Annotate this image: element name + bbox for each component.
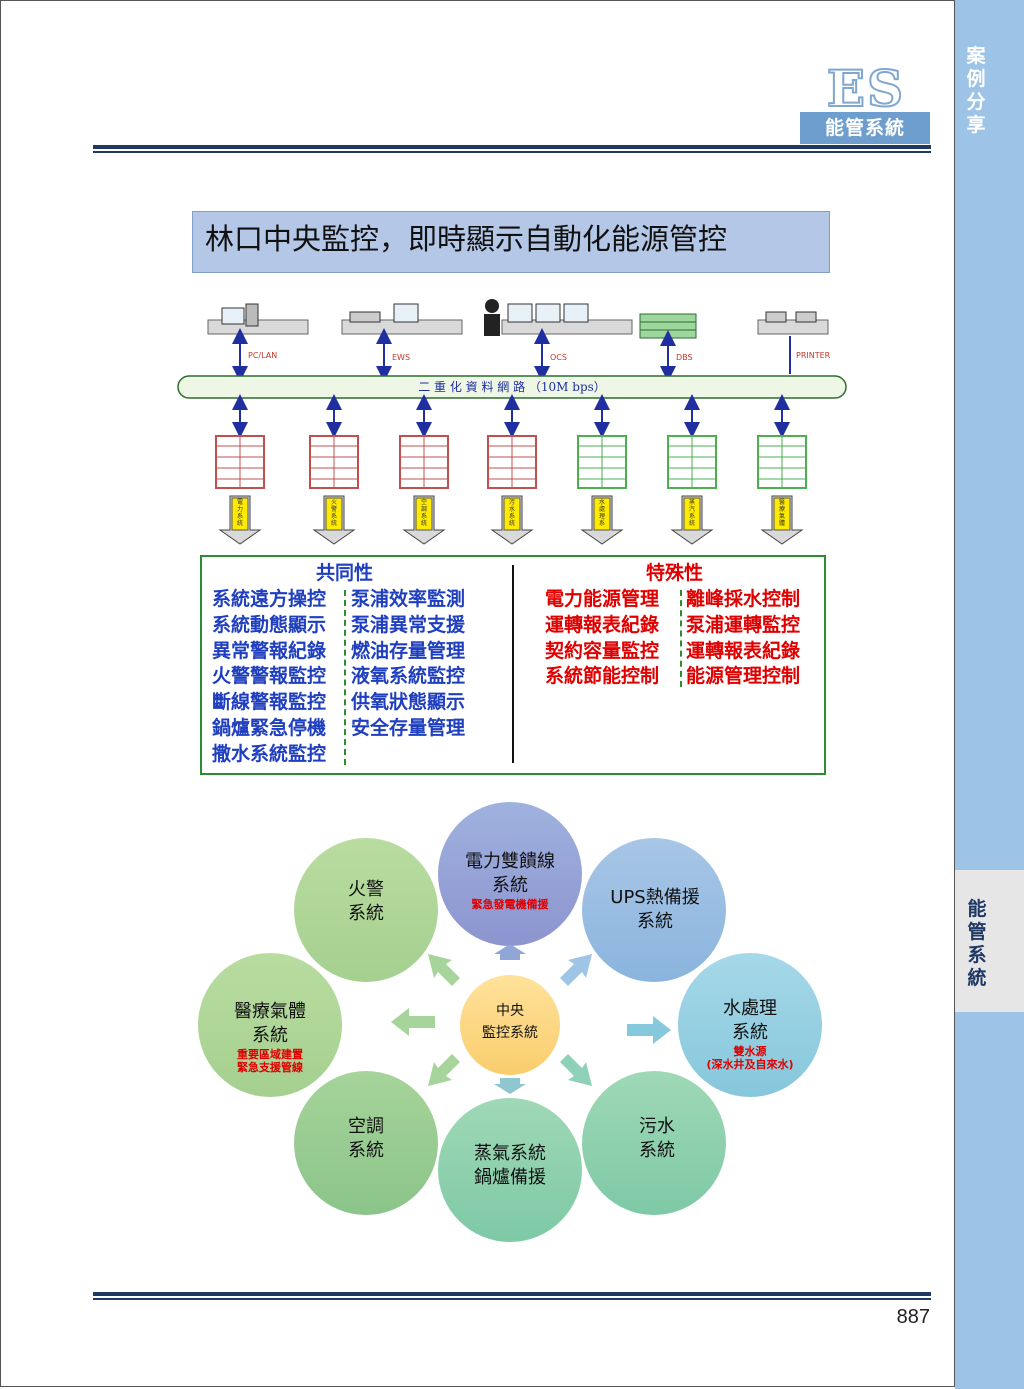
cabinet-label: 醫療氣體 [779, 499, 785, 527]
special-right-item: 能源管理控制 [686, 665, 801, 688]
arrow-downright-icon [560, 1054, 592, 1086]
title-banner [192, 211, 830, 273]
arrow-up-icon [494, 944, 526, 960]
side-strip [955, 0, 1024, 1389]
hvac-system-node [294, 1071, 438, 1215]
feature-divider [512, 565, 514, 763]
cabinet-label: 火警系統 [331, 499, 337, 527]
common-right-item: 液氧系統監控 [351, 665, 466, 688]
footer-rule [93, 1292, 931, 1296]
cabinet-label: 污水系統 [509, 498, 515, 527]
arrow-right-icon [627, 1016, 671, 1044]
footer-rule-thin [93, 1298, 931, 1300]
common-right-item: 安全存量管理 [351, 717, 466, 739]
cabinet-label: 空調系統 [421, 498, 427, 527]
network-diagram: PC/LAN EWS OCS DBS PRINTER 二 重 化 資 料 網 路… [177, 299, 847, 545]
power-node-label: 電力雙饋線系統緊急發電機備援 [465, 851, 555, 911]
power-system-node [438, 802, 582, 946]
svg-text:EWS: EWS [392, 353, 410, 362]
backbone-label: 二 重 化 資 料 網 路 （10M bps） [418, 379, 606, 394]
common-left-item: 鍋爐緊急停機 [212, 717, 327, 739]
feature-panel [200, 555, 826, 775]
printers-icon [757, 311, 829, 335]
page-title: 林口中央監控，即時顯示自動化能源管控 [205, 222, 728, 256]
workstation-pc-icon [207, 303, 309, 335]
es-logo-subtitle: 能管系統 [800, 112, 930, 144]
steam-node-label: 蒸氣系統鍋爐備援 [474, 1143, 546, 1188]
operator-console-icon [484, 299, 633, 336]
common-right-item: 泵浦異常支援 [351, 613, 466, 636]
svg-text:OCS: OCS [550, 353, 567, 362]
fire-system-node [294, 838, 438, 982]
ups-node-label: UPS熱備援系統 [610, 887, 700, 932]
cabinet-label: 蒸汽系統 [689, 498, 695, 527]
ups-system-node [582, 838, 726, 982]
common-left-item: 系統遠方操控 [212, 588, 327, 610]
special-title: 特殊性 [646, 562, 704, 584]
center-node [460, 975, 560, 1075]
common-title: 共同性 [316, 562, 374, 584]
es-logo: ES [826, 59, 906, 118]
sewage-node-label: 污水系統 [639, 1116, 675, 1161]
arrow-upright-icon [560, 954, 592, 986]
arrow-upleft-icon [428, 954, 460, 986]
steam-system-node [438, 1098, 582, 1242]
special-left-item: 契約容量監控 [545, 639, 660, 662]
special-left-item: 電力能源管理 [545, 588, 660, 610]
side-section-label: 案例分享 [966, 45, 986, 136]
hub-diagram [198, 802, 822, 1242]
engineering-workstation-icon [341, 303, 463, 335]
arrow-downleft-icon [428, 1054, 460, 1086]
medical-gas-node-label: 醫療氣體系統重要區域建置 緊急支援管線 [234, 1001, 306, 1074]
fire-node-label: 火警系統 [348, 879, 384, 924]
water-system-node [678, 953, 822, 1097]
common-left-item: 撒水系統監控 [212, 742, 327, 765]
medical-gas-node [198, 953, 342, 1097]
special-right-item: 泵浦運轉監控 [686, 613, 801, 636]
special-right-item: 離峰採水控制 [686, 588, 801, 610]
water-node-label: 水處理系統雙水源 (深水井及自來水) [706, 998, 794, 1071]
special-right-item: 運轉報表紀錄 [686, 639, 801, 662]
side-tab-label: 能管系統 [967, 898, 987, 989]
common-left-item: 斷線警報監控 [212, 691, 327, 714]
sewage-system-node [582, 1071, 726, 1215]
database-server-icon [639, 313, 697, 339]
common-right-item: 泵浦效率監測 [351, 588, 466, 610]
feature-column-separator [344, 590, 346, 765]
hvac-node-label: 空調系統 [348, 1116, 384, 1161]
common-right-item: 供氧狀態顯示 [351, 691, 466, 714]
special-left-item: 運轉報表紀錄 [545, 613, 660, 636]
svg-text:PC/LAN: PC/LAN [248, 351, 277, 360]
svg-text:DBS: DBS [676, 353, 693, 362]
common-left-item: 火警警報監控 [212, 665, 327, 688]
center-node-label: 中央監控系統 [482, 1003, 538, 1041]
cabinet-label: 水處理系 [599, 498, 605, 527]
common-left-item: 系統動態顯示 [212, 613, 327, 636]
page-border [0, 0, 955, 1387]
svg-text:PRINTER: PRINTER [796, 351, 831, 360]
arrow-down-icon [494, 1078, 526, 1094]
special-left-item: 系統節能控制 [545, 665, 660, 688]
common-left-item: 異常警報紀錄 [212, 639, 327, 662]
common-right-item: 燃油存量管理 [351, 639, 466, 662]
header-rule-thin [93, 151, 931, 153]
page-number: 887 [896, 1306, 930, 1328]
arrow-left-icon [391, 1008, 435, 1036]
feature-column-separator [680, 590, 682, 688]
cabinet-row: 電力系統 火警系統 空調系統 污水系統 水處理系 蒸汽系統 醫療氣體 [215, 394, 807, 545]
cabinet-label: 電力系統 [237, 499, 243, 527]
side-tab[interactable] [955, 870, 1024, 1012]
header-rule [93, 145, 931, 149]
